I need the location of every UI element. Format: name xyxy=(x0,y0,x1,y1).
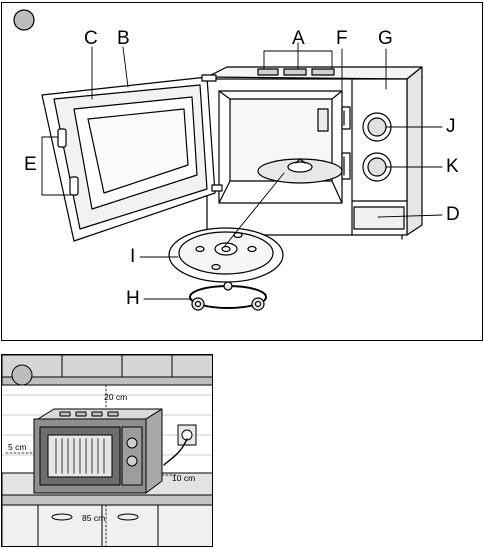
dimension-top-label: 20 cm xyxy=(104,393,127,402)
figure-1-panel: A B C D E F G H I J K xyxy=(1,2,483,341)
dimension-back-label: 10 cm xyxy=(172,474,195,483)
roller-ring xyxy=(190,282,266,310)
callout-b: B xyxy=(117,29,130,48)
callout-c: C xyxy=(84,29,98,48)
top-vents xyxy=(258,69,334,75)
callout-f: F xyxy=(336,29,348,48)
wall-cabinets xyxy=(2,355,213,385)
figure-number-marker-2 xyxy=(12,365,32,385)
callout-k: K xyxy=(446,157,459,176)
microwave-unit xyxy=(34,409,162,493)
base-cabinets xyxy=(2,505,213,547)
microwave-parts-diagram xyxy=(2,3,483,341)
power-outlet xyxy=(164,425,196,465)
glass-tray xyxy=(169,228,283,282)
callout-h: H xyxy=(126,289,140,308)
callout-e: E xyxy=(24,155,37,174)
callout-i: I xyxy=(130,247,135,266)
figure-2-panel: 20 cm 5 cm 10 cm 85 cm xyxy=(1,354,213,547)
dimension-side-label: 5 cm xyxy=(8,443,26,452)
microwave-body xyxy=(207,67,422,239)
dimension-height-label: 85 cm xyxy=(82,514,105,523)
callout-j: J xyxy=(446,117,456,136)
callout-d: D xyxy=(446,205,460,224)
microwave-door xyxy=(42,75,222,241)
callout-a: A xyxy=(292,29,305,48)
callout-g: G xyxy=(378,29,393,48)
figure-number-marker xyxy=(14,10,34,30)
installation-clearance-diagram xyxy=(2,355,213,547)
